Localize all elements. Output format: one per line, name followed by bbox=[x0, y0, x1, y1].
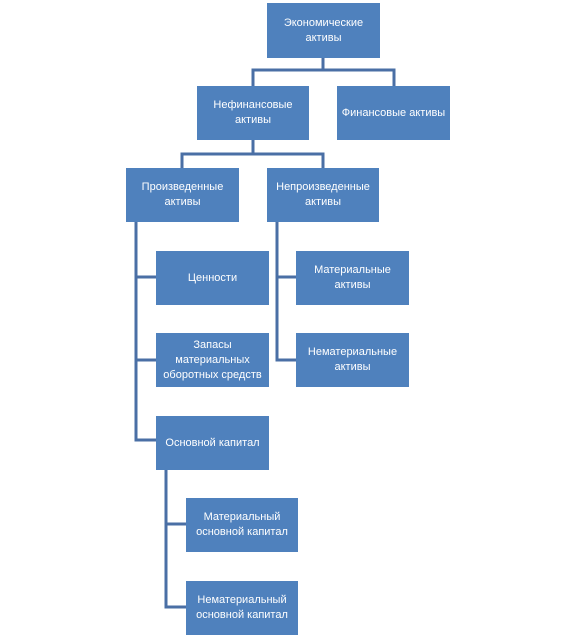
node-tangible-fixed-capital: Материальный основной капитал bbox=[186, 498, 298, 552]
node-produced-assets: Произведенные активы bbox=[126, 168, 239, 222]
node-financial-assets-label: Финансовые активы bbox=[341, 106, 446, 119]
node-inventories: Запасы материальных оборотных средств bbox=[156, 333, 269, 387]
node-intangible-fixed-capital-label: Нематериальный основной капитал bbox=[196, 594, 288, 621]
node-nonfinancial-assets-label: Нефинансовые активы bbox=[213, 99, 293, 126]
node-tangible-fixed-capital-label: Материальный основной капитал bbox=[196, 511, 288, 538]
node-intangible-fixed-capital: Нематериальный основной капитал bbox=[186, 581, 298, 635]
node-nonproduced-assets: Непроизведенные активы bbox=[267, 168, 379, 222]
node-tangible-assets: Материальные активы bbox=[296, 251, 409, 305]
node-intangible-assets: Нематериальные активы bbox=[296, 333, 409, 387]
node-intangible-assets-label: Нематериальные активы bbox=[307, 346, 398, 373]
node-nonproduced-assets-label: Непроизведенные активы bbox=[276, 181, 370, 208]
node-produced-assets-label: Произведенные активы bbox=[141, 181, 224, 208]
node-economic-assets-label: Экономические активы bbox=[283, 16, 364, 44]
node-fixed-capital: Основной капитал bbox=[156, 416, 269, 470]
node-valuables-label: Ценности bbox=[187, 271, 238, 284]
node-inventories-label: Запасы материальных оборотных средств bbox=[163, 338, 262, 381]
node-fixed-capital-label: Основной капитал bbox=[165, 436, 260, 449]
node-nonfinancial-assets: Нефинансовые активы bbox=[197, 86, 309, 140]
node-financial-assets: Финансовые активы bbox=[337, 86, 450, 140]
node-tangible-assets-label: Материальные активы bbox=[314, 264, 391, 291]
node-economic-assets: Экономические активы bbox=[267, 3, 380, 58]
node-valuables: Ценности bbox=[156, 251, 269, 305]
